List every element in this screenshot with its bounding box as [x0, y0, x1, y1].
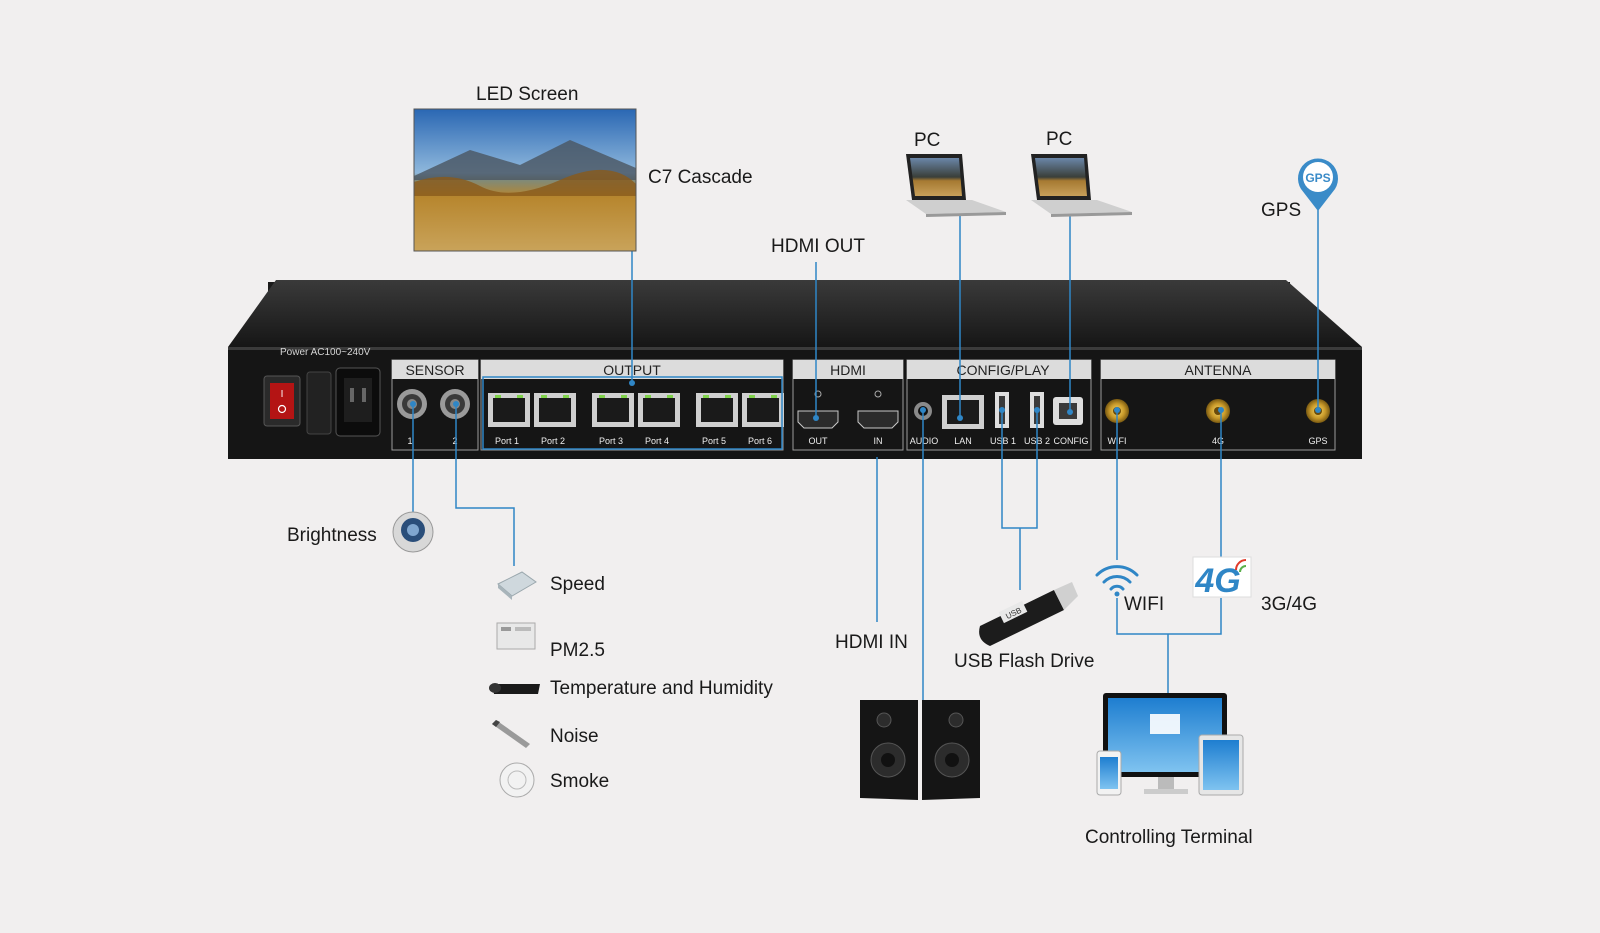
wifi-icon — [1095, 565, 1139, 597]
rj45-port-group-2 — [592, 393, 680, 427]
label-gps: GPS — [1261, 200, 1301, 221]
label-smoke: Smoke — [550, 771, 609, 792]
rj45-port-group-1 — [488, 393, 576, 427]
4g-icon-text: 4G — [1194, 562, 1240, 600]
lan-port[interactable] — [942, 395, 984, 429]
sensor-port-label-2: 2 — [452, 436, 457, 446]
output-port-label-5: Port 5 — [702, 436, 726, 446]
label-pc-left: PC — [914, 130, 940, 151]
smoke-sensor-icon — [499, 762, 535, 798]
label-usb-flash-drive: USB Flash Drive — [954, 651, 1094, 672]
rj45-port-group-3 — [696, 393, 784, 427]
gps-pin-text: GPS — [1305, 171, 1330, 185]
noise-sensor-icon — [492, 720, 530, 748]
label-controlling-terminal: Controlling Terminal — [1085, 827, 1253, 848]
laptop-icon-left — [906, 154, 1006, 217]
config-port-label-config: CONFIG — [1054, 436, 1089, 446]
speakers-icon — [860, 700, 980, 800]
output-port-label-1: Port 1 — [495, 436, 519, 446]
label-pc-right: PC — [1046, 129, 1072, 150]
label-c7-cascade: C7 Cascade — [648, 167, 753, 188]
svg-text:I: I — [281, 389, 284, 400]
4g-icon: 4G — [1192, 556, 1252, 600]
antenna-port-label-4g: 4G — [1212, 436, 1224, 446]
terminal-bracket-line — [1116, 598, 1222, 635]
output-port-label-2: Port 2 — [541, 436, 565, 446]
output-port-label-6: Port 6 — [748, 436, 772, 446]
speed-sensor-icon — [497, 571, 537, 600]
label-hdmi-out: HDMI OUT — [771, 236, 865, 257]
controlling-terminal-icon — [1096, 693, 1244, 796]
fuse-holder — [306, 371, 332, 435]
label-hdmi-in: HDMI IN — [835, 632, 908, 653]
config-play-section-title: CONFIG/PLAY — [956, 362, 1050, 378]
config-port-label-audio: AUDIO — [910, 436, 939, 446]
label-led-screen: LED Screen — [476, 84, 578, 105]
label-temperature-humidity: Temperature and Humidity — [550, 678, 773, 699]
gps-pin-icon: GPS — [1297, 158, 1338, 211]
power-label: Power AC100~240V — [280, 347, 371, 358]
connection-lines — [412, 210, 1319, 700]
label-speed: Speed — [550, 574, 605, 595]
temperature-humidity-sensor-icon — [489, 683, 540, 694]
device-top — [228, 280, 1362, 347]
pm25-sensor-icon — [496, 622, 536, 650]
output-port-label-4: Port 4 — [645, 436, 669, 446]
hdmi-port-label-in: IN — [874, 436, 883, 446]
label-pm25: PM2.5 — [550, 640, 605, 661]
output-port-label-3: Port 3 — [599, 436, 623, 446]
laptop-icon-right — [1031, 154, 1132, 217]
config-port-label-usb1: USB 1 — [990, 436, 1016, 446]
led-screen-image — [413, 108, 637, 252]
label-3g-4g: 3G/4G — [1261, 594, 1317, 615]
antenna-port-label-gps: GPS — [1308, 436, 1327, 446]
label-wifi: WIFI — [1124, 594, 1164, 615]
sensor-port-label-1: 1 — [407, 436, 412, 446]
usb-flash-drive-icon: USB — [979, 582, 1078, 646]
brightness-sensor-icon — [392, 511, 434, 553]
sensor-section-title: SENSOR — [405, 362, 464, 378]
label-brightness: Brightness — [287, 525, 377, 546]
speed-line — [455, 404, 515, 566]
config-port-label-lan: LAN — [954, 436, 972, 446]
label-noise: Noise — [550, 726, 599, 747]
hdmi-port-label-out: OUT — [809, 436, 829, 446]
antenna-section-title: ANTENNA — [1185, 362, 1253, 378]
hdmi-section-title: HDMI — [830, 362, 866, 378]
hdmi-in-port[interactable] — [857, 410, 899, 429]
